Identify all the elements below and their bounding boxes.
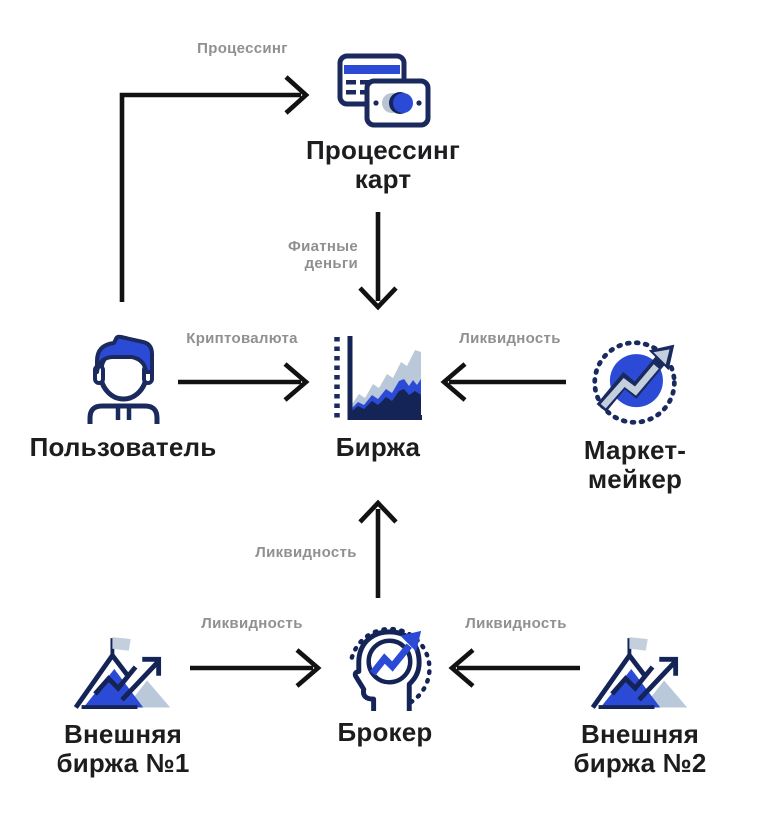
node-label-card-processing: Процессинг карт [283, 136, 483, 194]
node-label-user: Пользователь [23, 433, 223, 462]
edge-label-liquidity-ext2: Ликвидность [465, 615, 567, 632]
node-exchange: Биржа [278, 334, 478, 462]
node-label-broker: Брокер [285, 718, 485, 747]
node-label-card-processing-line2: карт [354, 164, 412, 194]
edge-label-cryptocurrency: Криптовалюта [186, 330, 298, 347]
credit-cards-icon [283, 50, 483, 128]
node-label-ext1-line2: биржа №1 [56, 748, 190, 778]
node-label-market-maker-line2: мейкер [587, 464, 683, 494]
node-label-ext1-line1: Внешняя [63, 719, 183, 749]
edge-label-fiat-line1: Фиатные [287, 238, 358, 255]
area-chart-icon [278, 334, 478, 422]
edge-label-fiat-line2: деньги [304, 255, 358, 272]
node-card-processing: Процессинг карт [283, 50, 483, 194]
node-label-user-line1: Пользователь [29, 432, 217, 462]
edge-label-liquidity-marketmaker: Ликвидность [459, 330, 561, 347]
node-market-maker: Маркет- мейкер [535, 338, 735, 494]
node-label-exchange-line1: Биржа [335, 432, 421, 462]
edge-label-liquidity-ext1: Ликвидность [201, 615, 303, 632]
node-label-broker-line1: Брокер [337, 717, 433, 747]
head-trend-icon [285, 618, 485, 712]
node-label-external-exchange-1: Внешняя биржа №1 [23, 720, 223, 778]
node-label-exchange: Биржа [278, 433, 478, 462]
trend-arrow-circle-icon [535, 338, 735, 428]
user-icon [23, 330, 223, 425]
node-label-ext2-line2: биржа №2 [573, 748, 707, 778]
edge-label-fiat-money: Фиатные деньги [230, 238, 358, 272]
node-external-exchange-1: Внешняя биржа №1 [23, 626, 223, 778]
node-label-ext2-line1: Внешняя [580, 719, 700, 749]
arrow-card-to-exchange [358, 212, 398, 311]
node-label-market-maker: Маркет- мейкер [535, 436, 735, 494]
node-label-external-exchange-2: Внешняя биржа №2 [540, 720, 740, 778]
mountain-flag-icon [540, 626, 740, 710]
node-user: Пользователь [23, 330, 223, 462]
mountain-flag-icon [23, 626, 223, 710]
node-label-market-maker-line1: Маркет- [583, 435, 687, 465]
node-label-card-processing-line1: Процессинг [306, 135, 460, 165]
edge-label-liquidity-broker: Ликвидность [255, 544, 357, 561]
node-broker: Брокер [285, 618, 485, 747]
edge-label-processing: Процессинг [197, 40, 288, 57]
node-external-exchange-2: Внешняя биржа №2 [540, 626, 740, 778]
